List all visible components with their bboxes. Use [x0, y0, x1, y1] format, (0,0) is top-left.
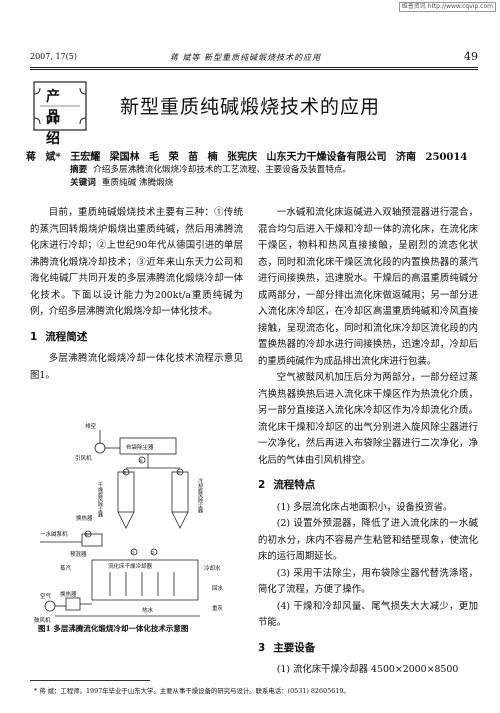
- fig-dry-cyclone: 干燥旋风除尘器: [97, 482, 103, 518]
- authors-line: 蒋 斌* 王宏耀 梁国林 毛 荣 苗 楠 张宪庆 山东天力干燥设备有限公司 济南…: [26, 152, 468, 163]
- fig-exhaust: 排空: [85, 422, 97, 430]
- fig-fan: 引风机: [75, 454, 92, 462]
- keywords-label: 关键词: [70, 178, 96, 188]
- section-badge: 产品 介绍: [32, 80, 88, 147]
- fig-feeder: 预混器: [70, 550, 87, 558]
- article-title: 新型重质纯碱煅烧技术的应用: [120, 96, 381, 118]
- feature-3: (3) 采用干法除尘，用布袋除尘器代替洗涤塔，简化了流程，方便了操作。: [258, 567, 478, 596]
- intro-paragraph: 目前，重质纯碱煅烧技术主要有三种：①传统的蒸汽回转煅烧炉煅烧出重质纯碱，然后用沸…: [30, 207, 243, 317]
- fig-hx-top: 换热器: [76, 514, 93, 522]
- right-paragraph-1: 一水碱和流化床返碱进入双轴预混器进行混合，混合均匀后进入干燥和冷却一体的流化床，…: [258, 207, 478, 367]
- page-number: 49: [464, 50, 478, 63]
- feature-4: (4) 干燥和冷却风量、尾气损失大大减少，更加节能。: [258, 600, 478, 629]
- process-diagram: 排空 引风机 布袋除尘器 ⑧ ⑥ ⑦ 干燥旋风除尘器 冷却旋风除尘器 一水碱泵机: [34, 422, 224, 624]
- section-1-text: 多层沸腾流化煅烧冷却一体化技术流程示意见图1。: [30, 353, 243, 381]
- header-rule-2: [30, 69, 478, 70]
- badge-line2: 介绍: [46, 111, 69, 147]
- svg-text:⑧: ⑧: [139, 458, 143, 463]
- figure-caption: 图1 多层沸腾流化煅烧冷却一体化技术示意图: [38, 624, 189, 633]
- header-rule: [30, 67, 478, 68]
- abstract-text: 介绍多层沸腾流化煅烧冷却技术的工艺流程、主要设备及装置特点。: [93, 165, 352, 175]
- fig-cool-cyclone: 冷却旋风除尘器: [197, 477, 203, 514]
- feature-2: (2) 设置外预混器，降低了进入流化床的一水碱的初水分，床内不容易产生粘管和结壁…: [258, 518, 478, 562]
- svg-text:①: ①: [85, 532, 89, 537]
- running-title: 蒋 斌等 新型重质纯碱煅烧技术的应用: [170, 53, 322, 62]
- abstract-block: 摘要介绍多层沸腾流化煅烧冷却技术的工艺流程、主要设备及装置特点。 关键词重质纯碱…: [70, 164, 450, 190]
- process-figure: 排空 引风机 布袋除尘器 ⑧ ⑥ ⑦ 干燥旋风除尘器 冷却旋风除尘器 一水碱泵机: [30, 420, 243, 625]
- fig-water-pump: 一水碱泵机: [40, 530, 68, 538]
- svg-text:③: ③: [131, 550, 135, 555]
- fig-fluid-bed: 流化床干燥冷却器: [108, 562, 153, 570]
- feature-1: (1) 多层流化床占地面积小，设备投资省。: [276, 501, 453, 513]
- fig-return-water: 回水: [212, 584, 224, 592]
- fig-cool-water: 冷却水: [204, 564, 221, 572]
- watermark: 维普资讯 http://www.cqvip.com: [398, 2, 496, 12]
- issue-info: 2007, 17(5): [30, 52, 77, 61]
- footnote-rule: [30, 680, 150, 681]
- fig-blower: 鼓风机: [34, 616, 51, 624]
- fig-hot-water: 热水: [142, 606, 154, 614]
- left-column: 目前，重质纯碱煅烧技术主要有三种：①传统的蒸汽回转煅烧炉煅烧出重质纯碱，然后用沸…: [30, 205, 243, 384]
- svg-text:②: ②: [151, 550, 155, 555]
- fig-bag: 布袋除尘器: [126, 443, 154, 451]
- footnote: * 蒋 斌：工程师。1997年毕业于山东大学。主要从事干燥设备的研究与设计。联系…: [34, 687, 350, 695]
- right-column: 一水碱和流化床返碱进入双轴预混器进行混合，混合均匀后进入干燥和冷却一体的流化床，…: [258, 205, 478, 679]
- running-header: 2007, 17(5) 蒋 斌等 新型重质纯碱煅烧技术的应用 49: [30, 50, 478, 66]
- fig-steam: 蒸汽: [60, 564, 72, 572]
- badge-frame-icon: [33, 81, 87, 131]
- keywords-text: 重质纯碱 沸腾煅烧: [101, 178, 174, 188]
- abstract-label: 摘要: [70, 165, 88, 175]
- fig-product: 重灰: [212, 604, 224, 612]
- svg-text:⑦: ⑦: [177, 470, 181, 475]
- equipment-1: (1) 流化床干燥冷却器 4500×2000×8500: [276, 664, 459, 675]
- right-paragraph-2: 空气被鼓风机加压后分为两部分，一部分经过蒸汽换热器换热后进入流化床干燥区作为热流…: [258, 372, 478, 466]
- fig-hx2: 换热器: [60, 590, 77, 598]
- svg-text:⑥: ⑥: [123, 470, 127, 475]
- badge-line1: 产品: [46, 89, 69, 125]
- fig-air: 空气: [40, 592, 52, 600]
